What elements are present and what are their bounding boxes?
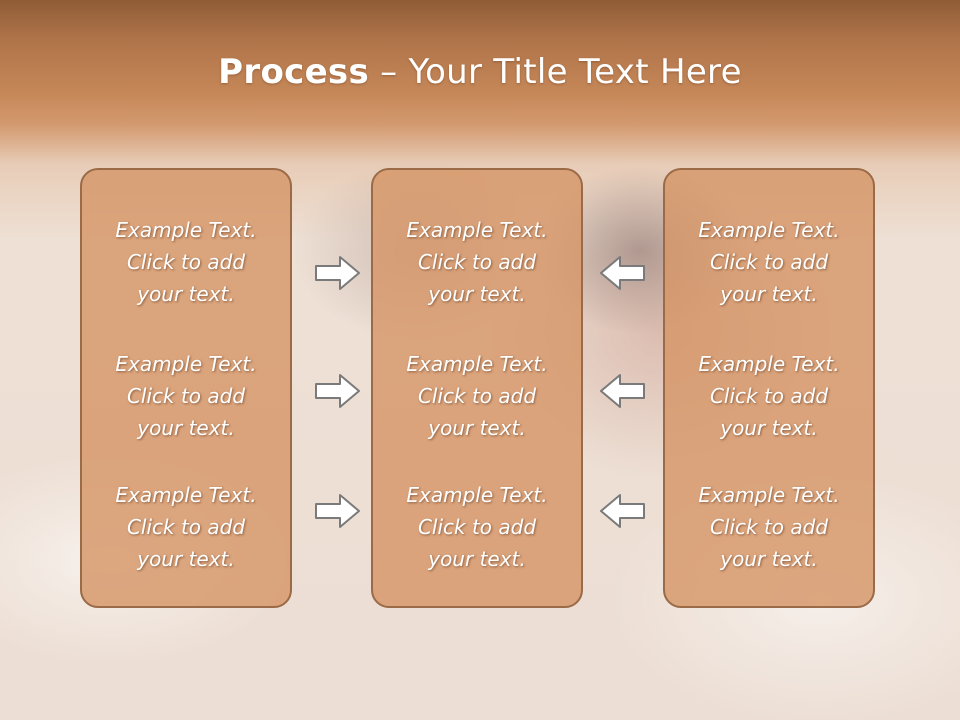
text-block[interactable]: Example Text. Click to add your text. — [665, 479, 873, 575]
right-arrow-icon[interactable] — [314, 492, 362, 530]
process-box-1[interactable]: Example Text. Click to add your text. Ex… — [80, 168, 292, 608]
text-line: your text. — [428, 416, 526, 440]
text-line: Example Text. — [406, 352, 548, 376]
process-box-2[interactable]: Example Text. Click to add your text. Ex… — [371, 168, 583, 608]
text-block[interactable]: Example Text. Click to add your text. — [82, 479, 290, 575]
right-arrow-icon[interactable] — [314, 254, 362, 292]
text-line: Example Text. — [698, 352, 840, 376]
text-line: your text. — [137, 282, 235, 306]
text-line: your text. — [720, 282, 818, 306]
text-block[interactable]: Example Text. Click to add your text. — [373, 348, 581, 444]
text-line: Example Text. — [406, 218, 548, 242]
text-block[interactable]: Example Text. Click to add your text. — [665, 214, 873, 310]
text-line: Example Text. — [115, 352, 257, 376]
text-line: Example Text. — [698, 218, 840, 242]
text-line: Click to add — [417, 250, 537, 274]
text-line: Click to add — [126, 384, 246, 408]
text-line: Example Text. — [115, 218, 257, 242]
right-arrow-icon[interactable] — [314, 372, 362, 410]
title-bold: Process — [218, 52, 370, 92]
text-line: your text. — [720, 547, 818, 571]
text-line: Click to add — [417, 515, 537, 539]
left-arrow-icon[interactable] — [598, 372, 646, 410]
text-line: your text. — [428, 547, 526, 571]
text-line: Click to add — [126, 515, 246, 539]
text-line: Click to add — [709, 250, 829, 274]
slide-title[interactable]: Process – Your Title Text Here — [0, 52, 960, 92]
text-line: Example Text. — [698, 483, 840, 507]
text-line: your text. — [137, 416, 235, 440]
left-arrow-icon[interactable] — [598, 492, 646, 530]
text-line: Click to add — [709, 515, 829, 539]
text-block[interactable]: Example Text. Click to add your text. — [82, 348, 290, 444]
process-box-3[interactable]: Example Text. Click to add your text. Ex… — [663, 168, 875, 608]
left-arrow-icon[interactable] — [598, 254, 646, 292]
text-line: Click to add — [126, 250, 246, 274]
text-line: Click to add — [709, 384, 829, 408]
text-line: your text. — [137, 547, 235, 571]
text-block[interactable]: Example Text. Click to add your text. — [82, 214, 290, 310]
text-line: Example Text. — [406, 483, 548, 507]
text-block[interactable]: Example Text. Click to add your text. — [665, 348, 873, 444]
text-line: Example Text. — [115, 483, 257, 507]
text-block[interactable]: Example Text. Click to add your text. — [373, 479, 581, 575]
text-line: your text. — [720, 416, 818, 440]
text-line: your text. — [428, 282, 526, 306]
text-block[interactable]: Example Text. Click to add your text. — [373, 214, 581, 310]
text-line: Click to add — [417, 384, 537, 408]
title-rest: – Your Title Text Here — [369, 52, 742, 92]
